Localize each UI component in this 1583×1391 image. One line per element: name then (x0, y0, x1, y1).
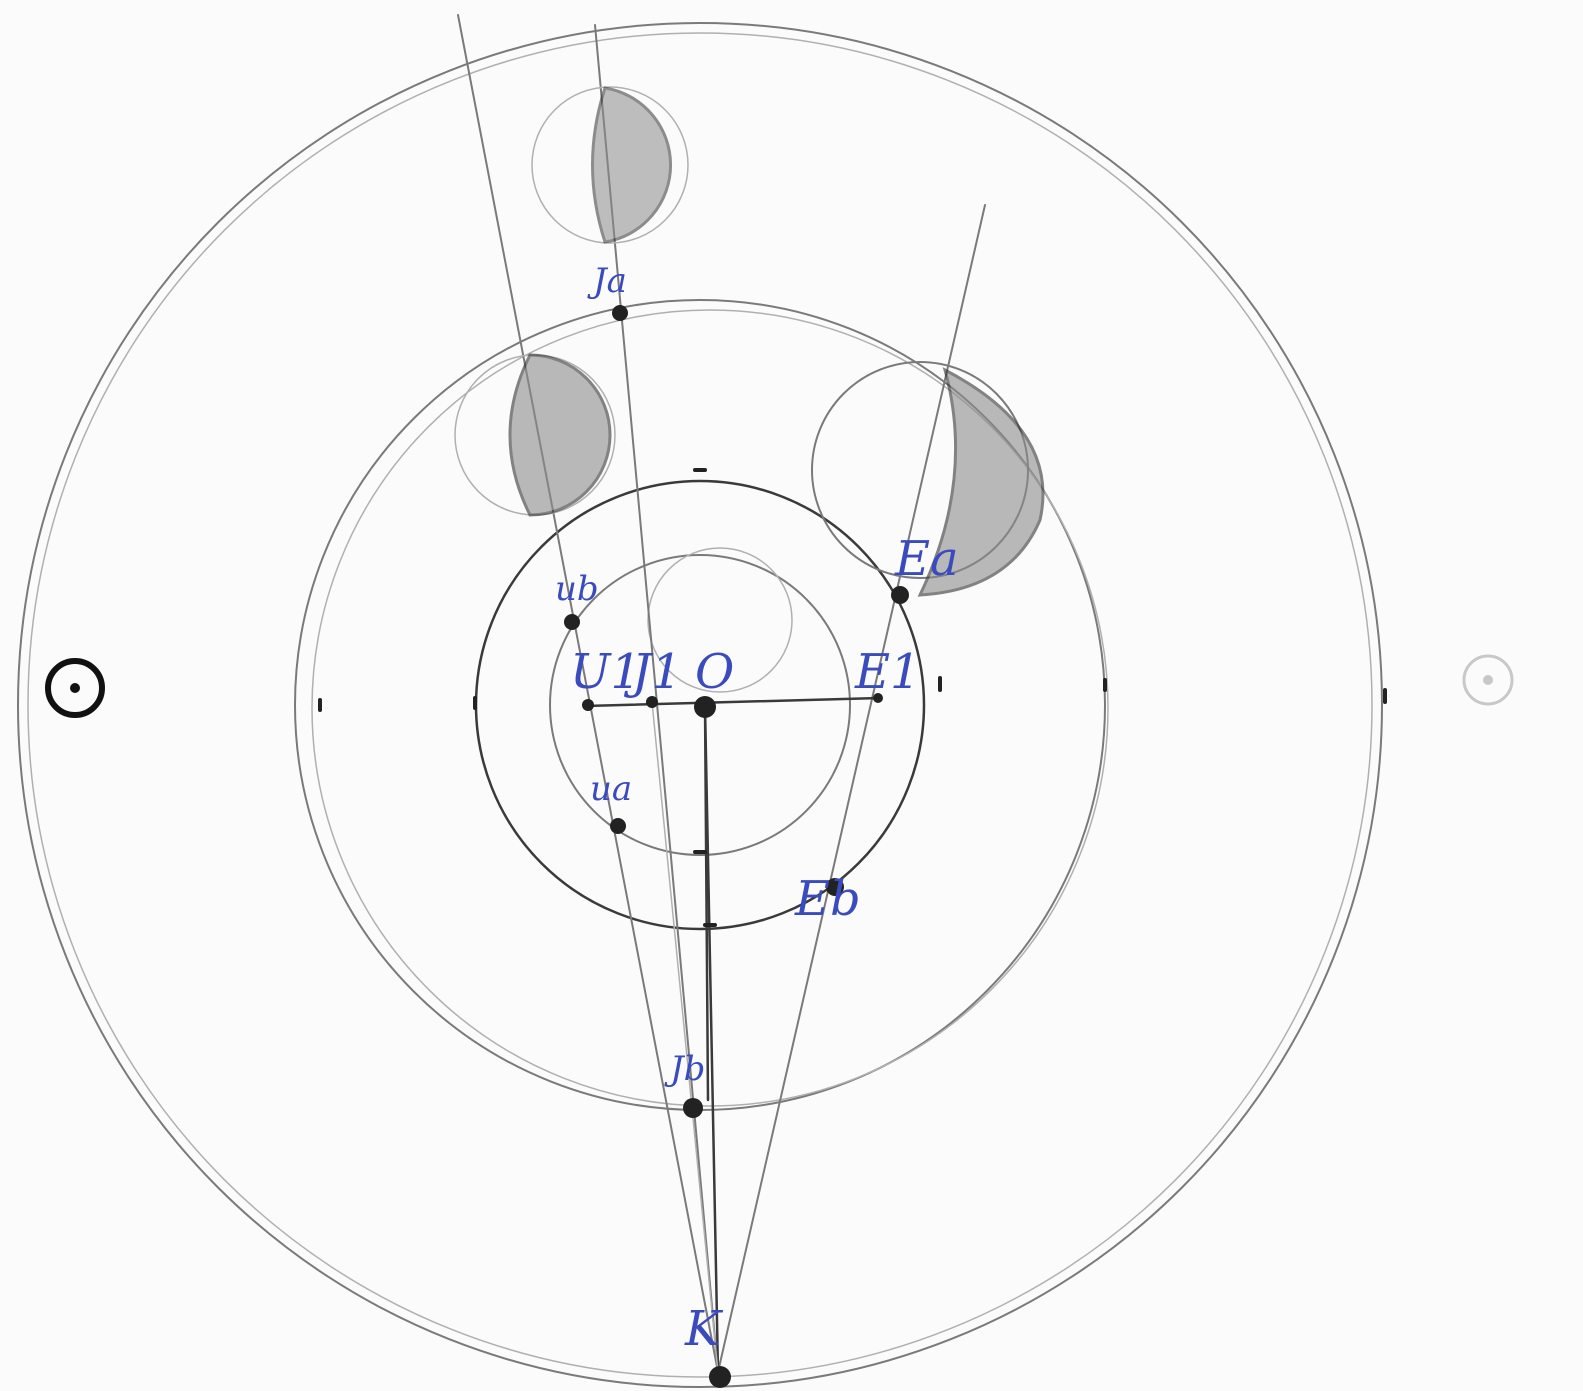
label-J1: J1 (623, 644, 682, 700)
sun-center-dot (70, 683, 80, 693)
line-K-Ea (718, 205, 985, 1372)
label-O: O (695, 644, 734, 700)
point-K (709, 1366, 731, 1388)
sun-symbol-left (48, 661, 102, 715)
points (564, 305, 909, 1388)
point-ua (610, 818, 626, 834)
label-ub: ub (555, 569, 599, 609)
label-Ja: Ja (587, 261, 627, 301)
point-U1 (582, 699, 594, 711)
label-ua: ua (590, 769, 632, 809)
label-Jb: Jb (664, 1049, 705, 1089)
planet-shadow-top (593, 88, 671, 242)
label-Eb: Eb (794, 871, 861, 927)
point-Ja (612, 305, 628, 321)
sun-center-dot (1483, 675, 1493, 685)
label-E1: E1 (854, 644, 921, 700)
sun-symbol-right (1464, 656, 1512, 704)
point-Ea (891, 586, 909, 604)
label-K: K (684, 1301, 724, 1357)
point-Jb (683, 1098, 703, 1118)
point-ub (564, 614, 580, 630)
planet-shadow-left (510, 355, 610, 515)
label-Ea: Ea (894, 531, 959, 587)
line-O-down (705, 705, 708, 1100)
label-U1: U1 (570, 644, 641, 700)
